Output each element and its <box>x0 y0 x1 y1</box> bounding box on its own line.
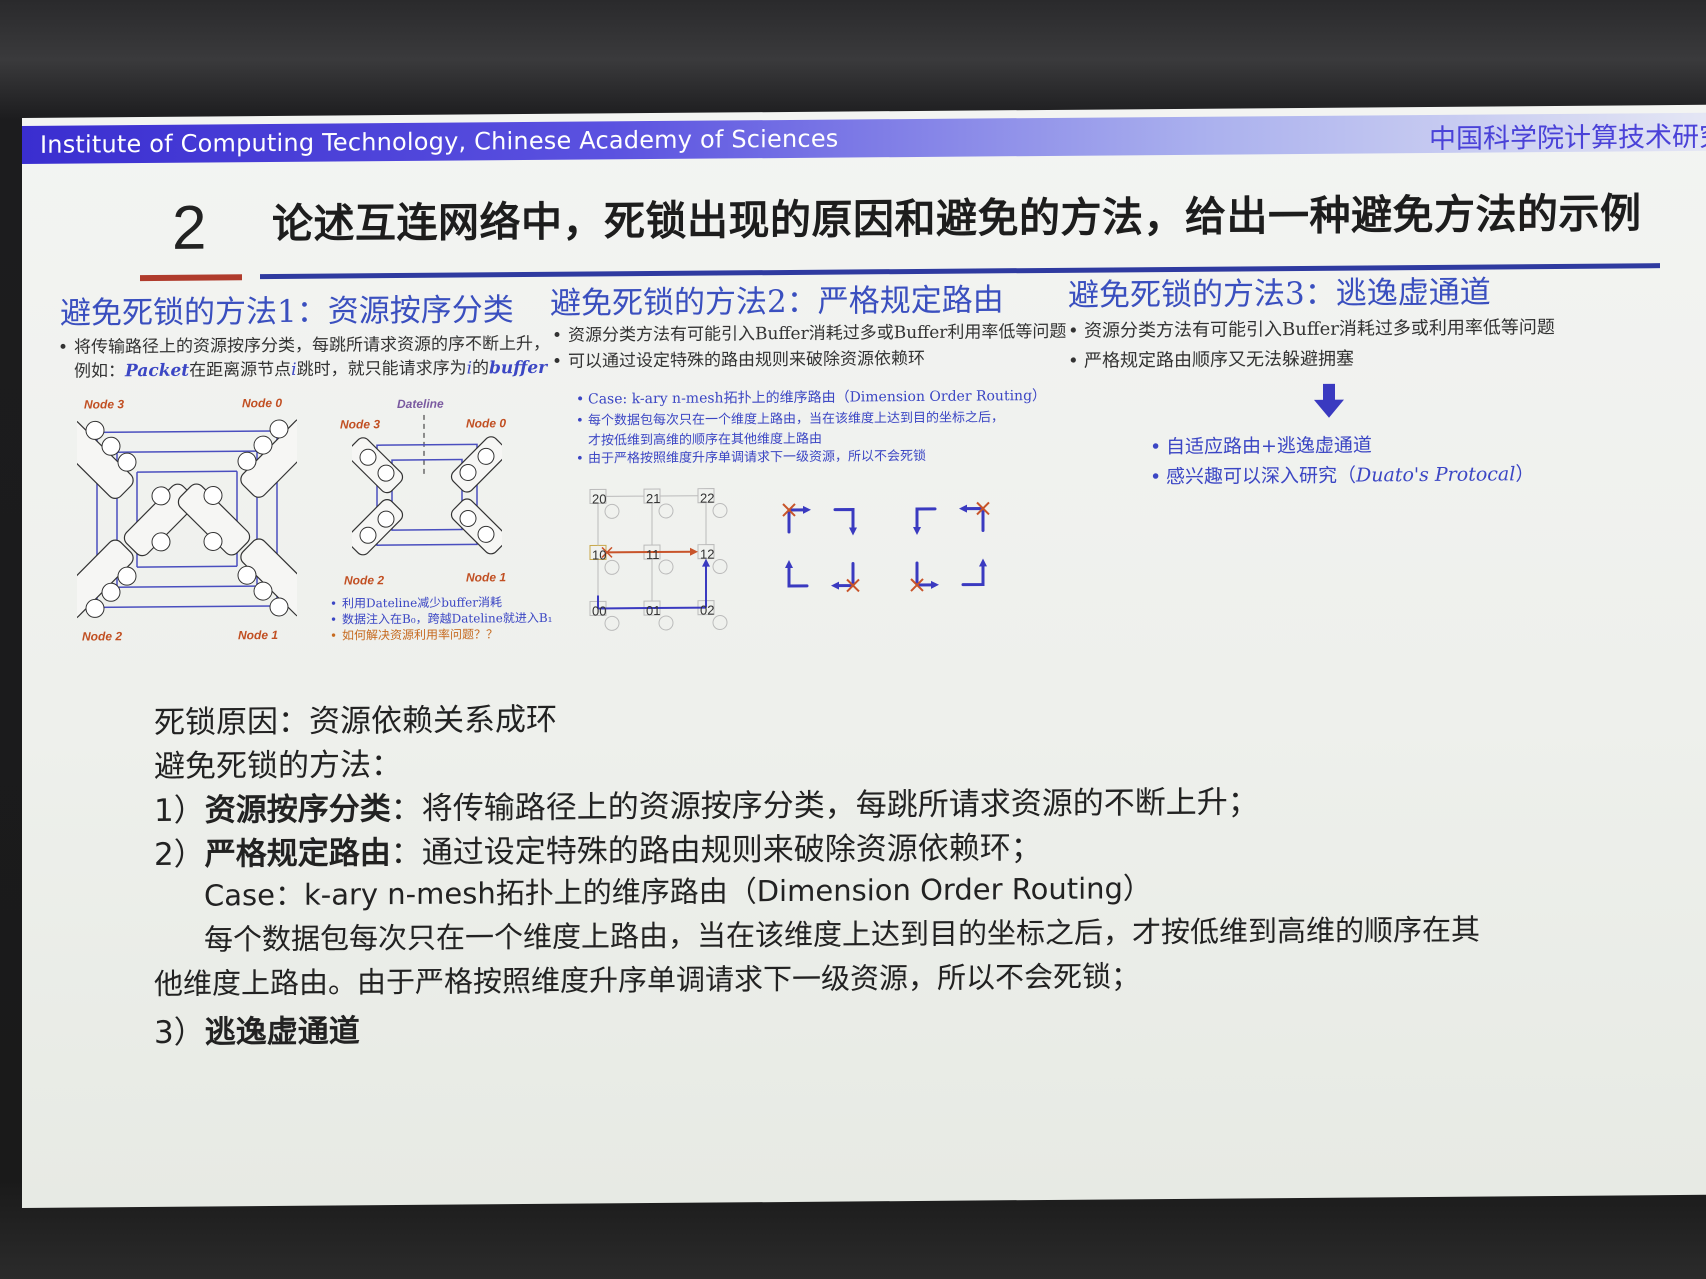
mesh-label-02: 02 <box>700 602 715 618</box>
turn-model-arrows <box>782 501 990 593</box>
mesh-label-01: 01 <box>646 602 661 619</box>
mesh-label-12: 12 <box>700 546 715 562</box>
method2-case: Case: k-ary n-mesh拓扑上的维序路由（Dimension Ord… <box>588 388 1046 408</box>
method1-bullet-line2: 例如：Packet在距离源节点i跳时，就只能请求序为i的buffer <box>74 357 548 382</box>
method2-bullet-2: 可以通过设定特殊的路由规则来破除资源依赖环 <box>568 347 925 374</box>
method3-sub-1: 自适应路由+逃逸虚通道 <box>1166 433 1372 459</box>
method3-bullet-1: 资源分类方法有可能引入Buffer消耗过多或利用率低等问题 <box>1084 316 1555 344</box>
method2-sub-2: 由于严格按照维度升序单调请求下一级资源，所以不会死锁 <box>588 449 926 468</box>
method2-sub-1-cont: 才按低维到高维的顺序在其他维度上路由 <box>588 431 823 449</box>
fig2-note-3: 如何解决资源利用率问题？？ <box>342 626 498 643</box>
fig1-buffer-ring-diagram <box>77 418 297 620</box>
fig1-node3-label: Node 3 <box>84 397 125 412</box>
fig2-note-1: 利用Dateline减少buffer消耗 <box>342 594 502 611</box>
mesh-label-10: 10 <box>592 547 607 563</box>
method1-heading: 避免死锁的方法1：资源按序分类 <box>60 292 514 332</box>
method3-bullet-2: 严格规定路由顺序又无法躲避拥塞 <box>1084 348 1354 374</box>
fig2-note-2: 数据注入在B₀，跨越Dateline就进入B₁ <box>342 610 552 628</box>
mesh-label-00: 00 <box>592 603 607 619</box>
mesh-label-22: 22 <box>700 490 715 506</box>
projected-slide: Institute of Computing Technology, Chine… <box>22 104 1706 1208</box>
method1-bullet: 将传输路径上的资源按序分类，每跳所请求资源的序不断上升， 例如：Packet在距… <box>74 332 554 384</box>
fig2-dateline-label: Dateline <box>397 396 444 412</box>
method2-sub-1: 每个数据包每次只在一个维度上路由，当在该维度上达到目的坐标之后， <box>588 410 1004 429</box>
fig2-node1-label: Node 1 <box>466 570 507 585</box>
mesh-label-20: 20 <box>592 491 607 507</box>
avoidance-methods-heading: 避免死锁的方法： <box>154 747 402 785</box>
method-item-3: 3）逃逸虚通道 <box>154 1013 360 1051</box>
case-line: Case：k-ary n-mesh拓扑上的维序路由（Dimension Orde… <box>204 871 1152 913</box>
method3-sub-2: 感兴趣可以深入研究（Duato's Protocal） <box>1166 462 1534 489</box>
method-item-1: 1）资源按序分类：将传输路径上的资源按序分类，每跳所请求资源的不断上升； <box>154 784 1259 829</box>
fig1-node1-label: Node 1 <box>238 627 279 643</box>
institute-name-en: Institute of Computing Technology, Chine… <box>40 124 839 159</box>
fig2-dateline-diagram <box>352 414 502 556</box>
method3-heading: 避免死锁的方法3：逃逸虚通道 <box>1068 274 1491 314</box>
question-number: 2 <box>172 193 207 263</box>
fig2-node2-label: Node 2 <box>344 573 385 588</box>
method2-bullet-1: 资源分类方法有可能引入Buffer消耗过多或Buffer利用率低等问题 <box>568 320 1066 348</box>
paragraph-line-1: 每个数据包每次只在一个维度上路由，当在该维度上达到目的坐标之后，才按低维到高维的… <box>204 912 1481 957</box>
fig1-node0-label: Node 0 <box>242 395 283 411</box>
paragraph-line-2: 他维度上路由。由于严格按照维度升序单调请求下一级资源，所以不会死锁； <box>154 959 1141 1001</box>
mesh-label-11: 11 <box>646 546 660 563</box>
fig1-node2-label: Node 2 <box>82 629 123 644</box>
institute-name-cn: 中国科学院计算技术研究 <box>1429 121 1706 155</box>
slide-title: 论述互连网络中，死锁出现的原因和避免的方法，给出一种避免方法的示例 <box>272 189 1642 249</box>
deadlock-cause: 死锁原因：资源依赖关系成环 <box>154 701 557 741</box>
method2-heading: 避免死锁的方法2：严格规定路由 <box>550 282 1004 322</box>
mesh-routing-diagram <box>589 488 728 631</box>
slide-banner: Institute of Computing Technology, Chine… <box>22 112 1706 164</box>
mesh-label-21: 21 <box>646 490 661 507</box>
number-underline <box>140 274 242 282</box>
down-arrow-icon <box>1314 383 1344 418</box>
duato-protocal-text: Duato's Protocal <box>1356 463 1516 487</box>
